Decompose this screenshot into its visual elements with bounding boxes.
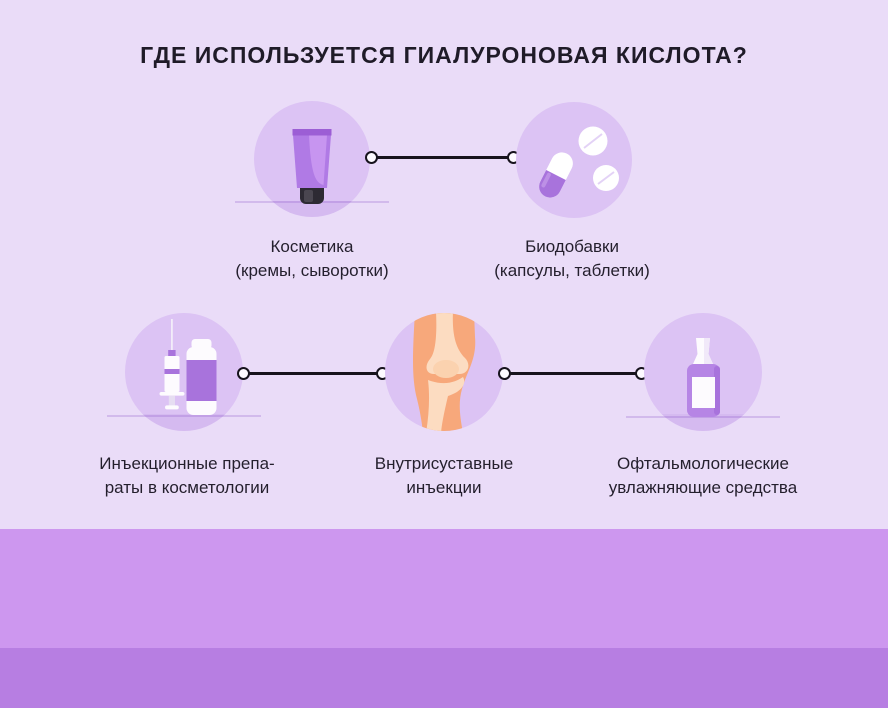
connector-row2-a [237,367,389,380]
ground-line [626,416,780,418]
connector-line [510,372,636,375]
usage-label-injections-cosmetology: Инъекционные препа- раты в косметологии [99,454,275,497]
capsule-tablets-icon [539,126,619,198]
usage-circle-intraarticular [385,313,503,431]
usage-label-supplements: Биодобавки (капсулы, таблетки) [494,237,650,280]
usage-label-intraarticular: Внутрисуставные инъекции [374,454,514,497]
footer-bar: MEGAPTEKA.RU Мегагид по биологически акт… [0,648,888,708]
usage-label-cosmetics: Косметика (кремы, сыворотки) [235,237,389,280]
page-title: ГДЕ ИСПОЛЬЗУЕТСЯ ГИАЛУРОНОВАЯ КИСЛОТА? [140,42,748,68]
ground-line [235,201,389,203]
product-band: Эвалар ANTI-AGE ГИАЛУРОНОВАЯ КИСЛОТА ЭВА… [0,529,888,648]
connector-row2-b [498,367,648,380]
connector-line [377,156,508,159]
usage-circle-cosmetics [254,101,370,217]
usage-circle-supplements [516,102,632,218]
usage-circle-ophthalmic [644,313,762,431]
ground-line [107,415,261,417]
connector-row1 [365,151,520,164]
connector-line [249,372,377,375]
usage-label-ophthalmic: Офтальмологические увлажняющие средства [608,454,798,497]
usage-circle-injections-cosmetology [125,313,243,431]
knee-joint-icon [413,313,476,431]
